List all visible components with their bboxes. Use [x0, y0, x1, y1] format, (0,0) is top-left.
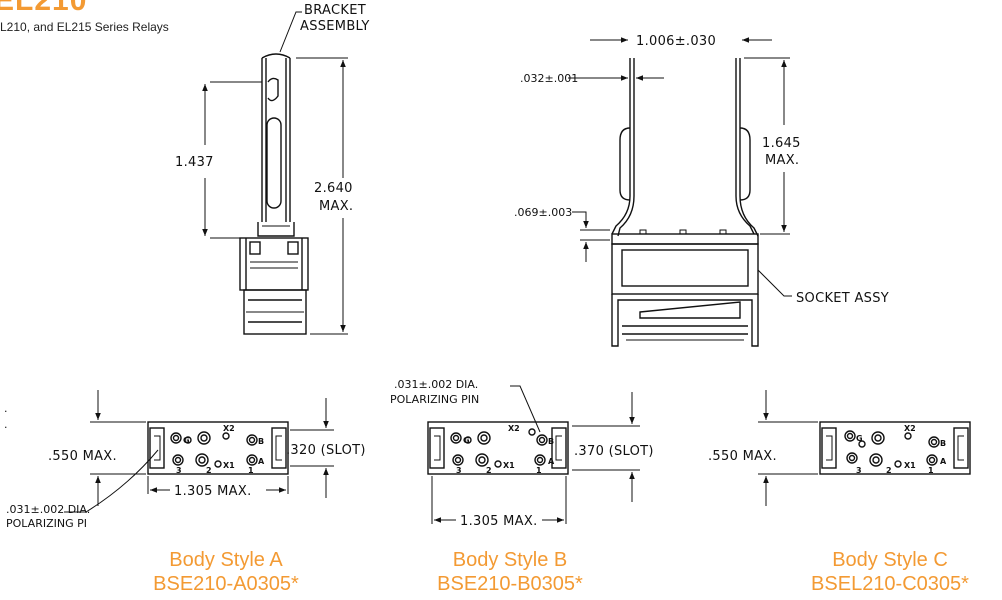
pin-label-3: 3: [176, 466, 182, 475]
style-b-pin-callout-2: POLARIZING PIN: [390, 393, 479, 406]
pin-label-3: 3: [856, 466, 862, 475]
dim-1645-max: MAX.: [765, 153, 799, 168]
style-a-pin-callout-2: POLARIZING PI: [6, 517, 87, 530]
dim-2640-max: MAX.: [319, 199, 353, 214]
style-c-dim-height: .550 MAX.: [708, 449, 777, 464]
pin-label-x1: X1: [904, 461, 916, 470]
caption-a-line2: BSE210-A0305*: [153, 573, 299, 595]
pin-label-b: B: [940, 439, 946, 448]
pin-label-2: 2: [486, 466, 492, 475]
body-style-c-drawing: X2 G B A X1 3 2 1: [819, 421, 971, 475]
socket-callout: SOCKET ASSY: [796, 291, 889, 306]
pin-label-x1: X1: [503, 461, 515, 470]
body-style-a-dims: .550 MAX. .320 (SLOT) 1.305 MAX. .031±.0…: [6, 390, 366, 530]
pin-label-g: G: [183, 436, 190, 445]
margin-mark: .: [4, 418, 8, 431]
pin-label-x2: X2: [223, 424, 235, 433]
dim-1437: 1.437: [175, 155, 214, 170]
body-style-b-drawing: X2 G B A X1 3 2 1: [427, 421, 569, 475]
caption-body-style-b: Body Style B BSE210-B0305*: [400, 548, 620, 596]
caption-b-line1: Body Style B: [452, 549, 568, 571]
pin-label-2: 2: [206, 466, 212, 475]
style-a-dim-slot: .320 (SLOT): [286, 443, 366, 458]
pin-label-1: 1: [536, 466, 542, 475]
margin-mark: .: [4, 402, 8, 415]
pin-label-b: B: [548, 437, 554, 446]
bracket-callout-1: BRACKET: [304, 3, 366, 18]
caption-b-line2: BSE210-B0305*: [437, 573, 583, 595]
dim-1645: 1.645: [762, 136, 801, 151]
body-style-c-dims: .550 MAX.: [708, 390, 818, 506]
caption-body-style-a: Body Style A BSE210-A0305*: [116, 548, 336, 596]
dim-032: .032±.001: [520, 72, 578, 85]
dim-069: .069±.003: [514, 206, 572, 219]
pin-label-1: 1: [928, 466, 934, 475]
style-b-dim-slot: .370 (SLOT): [574, 444, 654, 459]
caption-c-line2: BSEL210-C0305*: [811, 573, 969, 595]
page-title: EL210: [0, 0, 88, 17]
body-style-a-drawing: X2 G B A X1 3 2 1: [147, 421, 289, 475]
dim-2640: 2.640: [314, 181, 353, 196]
pin-label-1: 1: [248, 466, 254, 475]
style-a-pin-callout-1: .031±.002 DIA.: [6, 503, 90, 516]
pin-label-a: A: [940, 457, 947, 466]
side-view: 1.437 2.640 MAX. BRACKET ASSEMBLY: [175, 3, 370, 335]
pin-label-2: 2: [886, 466, 892, 475]
caption-c-line1: Body Style C: [832, 549, 948, 571]
caption-body-style-c: Body Style C BSEL210-C0305*: [780, 548, 1000, 596]
pin-label-a: A: [258, 457, 265, 466]
pin-label-3: 3: [456, 466, 462, 475]
style-a-dim-width: 1.305 MAX.: [174, 484, 252, 499]
pin-label-x2: X2: [904, 424, 916, 433]
page-subtitle: L210, and EL215 Series Relays: [0, 20, 169, 34]
pin-label-b: B: [258, 437, 264, 446]
bracket-callout-2: ASSEMBLY: [300, 19, 370, 34]
pin-label-g: G: [856, 434, 863, 443]
style-b-pin-callout-1: .031±.002 DIA.: [394, 378, 478, 391]
caption-a-line1: Body Style A: [169, 549, 283, 571]
pin-label-x1: X1: [223, 461, 235, 470]
front-view: 1.006±.030 .032±.001 1.645 MAX. .069±.00…: [514, 34, 889, 347]
dim-1006: 1.006±.030: [636, 34, 716, 49]
style-a-dim-height: .550 MAX.: [48, 449, 117, 464]
body-style-b-dims: .370 (SLOT) 1.305 MAX. .031±.002 DIA. PO…: [390, 378, 654, 529]
style-b-dim-width: 1.305 MAX.: [460, 514, 538, 529]
pin-label-a: A: [548, 457, 555, 466]
pin-label-x2: X2: [508, 424, 520, 433]
pin-label-g: G: [463, 436, 470, 445]
